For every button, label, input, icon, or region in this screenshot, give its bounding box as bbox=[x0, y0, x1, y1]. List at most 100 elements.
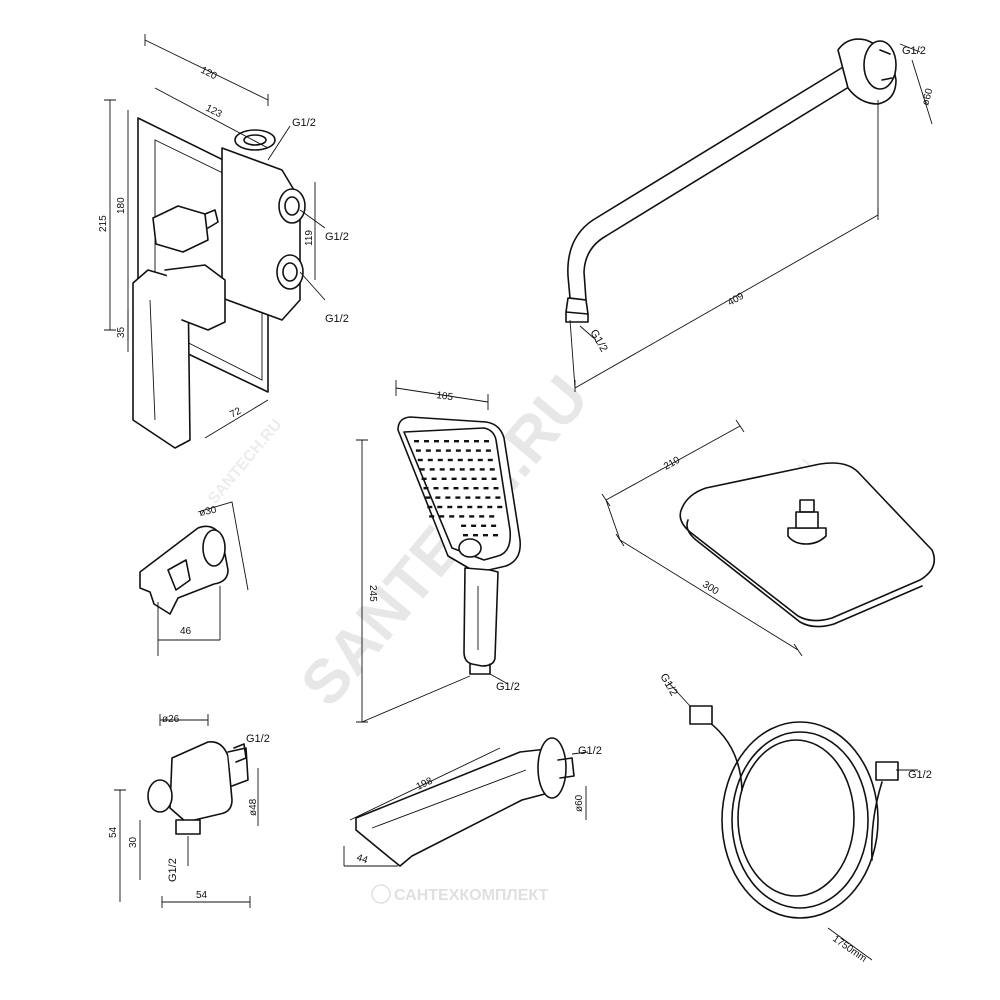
nozzle-dot bbox=[431, 477, 437, 480]
nozzle-dot bbox=[495, 496, 501, 499]
nozzle-dot bbox=[489, 515, 495, 518]
nozzle-dot bbox=[454, 440, 459, 443]
mixer-low-inlet-thread bbox=[282, 262, 298, 282]
mixer-top-inlet bbox=[234, 129, 276, 151]
overhead-connector bbox=[787, 527, 827, 545]
nozzle-dot bbox=[465, 449, 471, 452]
nozzle-dot bbox=[427, 505, 433, 509]
nozzle-dot bbox=[497, 505, 503, 509]
dim-arm-left-ext bbox=[569, 319, 576, 389]
nozzle-dot bbox=[464, 440, 469, 443]
diverter-knob-stem bbox=[204, 209, 219, 229]
arm-wall-thread bbox=[879, 49, 893, 81]
dim-outlet-height bbox=[114, 789, 126, 902]
nozzle-dot bbox=[471, 524, 477, 527]
label-holder-diameter: ø30 bbox=[198, 505, 218, 519]
nozzle-dot bbox=[437, 505, 443, 509]
nozzle-dot bbox=[459, 468, 465, 471]
label-outlet-center: 30 bbox=[128, 836, 139, 848]
dim-overhead-ext bbox=[605, 499, 621, 541]
lever-base bbox=[164, 264, 226, 331]
hand-shower: 105 245 G1/2 bbox=[356, 380, 522, 723]
nozzle-dot bbox=[433, 487, 439, 490]
outlet-flange bbox=[227, 747, 249, 787]
nozzle-dot bbox=[421, 477, 427, 480]
label-outlet-depth: 54 bbox=[196, 890, 208, 901]
nozzle-dot bbox=[453, 487, 459, 490]
hose-end-right bbox=[870, 781, 883, 861]
nozzle-dot bbox=[461, 524, 467, 527]
hose-coil-outer bbox=[721, 721, 879, 919]
watermark-layer: SANTECH.RU SANTECH.RU SANTECH.RU САНТЕХК… bbox=[205, 363, 815, 904]
shower-holder: ø30 46 bbox=[139, 501, 249, 656]
label-mixer-lever-depth: 72 bbox=[228, 406, 243, 421]
nozzle-dot bbox=[447, 458, 453, 462]
shower-hose: G1/2 G1/2 1750mm bbox=[657, 672, 931, 965]
nozzle-dot bbox=[481, 524, 487, 527]
label-hose-thread-b: G1/2 bbox=[908, 769, 932, 781]
nozzle-dot bbox=[423, 487, 429, 490]
label-outlet-flange: ø48 bbox=[248, 798, 259, 816]
overhead-connector-nut bbox=[795, 511, 819, 529]
outlet-knob bbox=[147, 779, 173, 813]
nozzle-dot bbox=[467, 458, 473, 462]
nozzle-dot bbox=[439, 468, 445, 471]
overhead-shower: 210 300 bbox=[601, 419, 936, 657]
brand-logo-icon bbox=[371, 884, 391, 904]
mixer-lever bbox=[132, 269, 191, 449]
outlet-bottom-thread bbox=[175, 819, 201, 835]
spout-flange bbox=[537, 737, 567, 799]
nozzle-dot bbox=[441, 477, 447, 480]
nozzle-dot bbox=[474, 440, 479, 443]
label-spout-height: 44 bbox=[355, 852, 369, 866]
dim-width-line bbox=[144, 34, 269, 106]
nozzle-dot bbox=[429, 468, 435, 471]
shower-arm: 409 ø60 G1/2 G1/2 bbox=[565, 38, 935, 392]
label-arm-outlet-thread: G1/2 bbox=[587, 328, 609, 355]
dim-hand-ext bbox=[361, 675, 471, 723]
label-mixer-width: 120 bbox=[199, 65, 219, 83]
wall-outlet: ø26 54 30 ø48 54 G1/2 G1/2 bbox=[108, 714, 270, 908]
nozzle-dot bbox=[417, 458, 423, 462]
nozzle-dot bbox=[481, 477, 487, 480]
hose-end-left bbox=[699, 715, 743, 791]
nozzle-dot bbox=[445, 496, 451, 499]
dim-lever-depth-line bbox=[204, 399, 269, 439]
arm-flange-face bbox=[863, 40, 897, 90]
label-outlet-bottom-thread: G1/2 bbox=[167, 858, 179, 882]
hand-shower-handle bbox=[463, 567, 499, 667]
spout-thread bbox=[557, 757, 575, 779]
bath-spout: 198 ø60 44 G1/2 bbox=[343, 737, 602, 867]
hand-shower-face bbox=[403, 427, 512, 561]
nozzle-dot bbox=[459, 515, 465, 518]
hose-coil-inner bbox=[731, 731, 869, 909]
label-mixer-top-thread: G1/2 bbox=[292, 117, 316, 129]
dim-spout-height bbox=[343, 846, 398, 867]
label-spout-thread: G1/2 bbox=[578, 745, 602, 757]
nozzle-dot bbox=[467, 505, 473, 509]
mixer-body bbox=[221, 147, 301, 321]
dim-height-line bbox=[104, 99, 116, 331]
nozzle-dot bbox=[444, 440, 449, 443]
diverter-knob bbox=[152, 205, 209, 253]
nozzle-dot bbox=[443, 487, 449, 490]
label-outlet-height: 54 bbox=[108, 826, 119, 838]
label-hand-length: 245 bbox=[367, 585, 378, 602]
hand-shower-button bbox=[458, 538, 482, 558]
nozzle-dot bbox=[469, 468, 475, 471]
nozzle-dot bbox=[484, 440, 489, 443]
leader-hand-thread bbox=[489, 673, 509, 685]
nozzle-dot bbox=[487, 458, 493, 462]
dim-spout-flange bbox=[571, 751, 589, 820]
mixer-low-inlet bbox=[276, 254, 304, 290]
nozzle-dot bbox=[463, 487, 469, 490]
label-mixer-depth: 123 bbox=[204, 103, 224, 121]
label-arm-length: 409 bbox=[726, 291, 746, 309]
nozzle-dot bbox=[455, 496, 461, 499]
nozzle-dot bbox=[461, 477, 467, 480]
nozzle-dot bbox=[435, 449, 441, 452]
label-arm-flange: ø60 bbox=[920, 87, 935, 107]
nozzle-dot bbox=[487, 505, 493, 509]
dim-flange bbox=[899, 43, 933, 125]
nozzle-dot bbox=[457, 458, 463, 462]
